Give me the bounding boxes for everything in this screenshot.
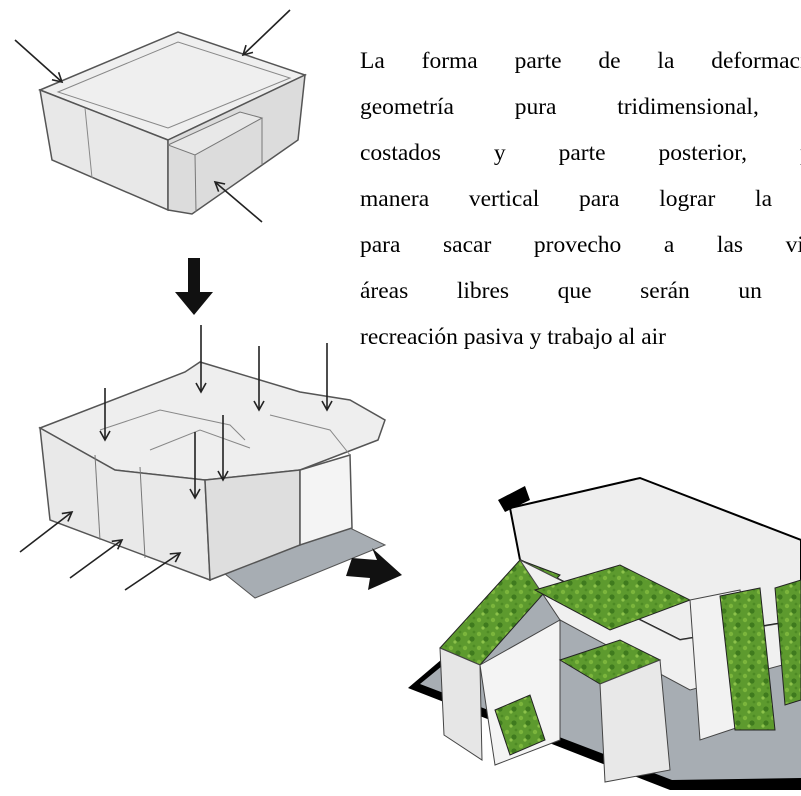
force-arrow-icon xyxy=(69,539,124,579)
arrow-right-icon xyxy=(346,548,402,590)
arrow-down-icon xyxy=(175,258,213,315)
force-arrow-icon xyxy=(19,510,74,553)
paragraph-line-4: manera vertical para lograr la m xyxy=(360,186,801,212)
paragraph-line-5: para sacar provecho a las vista xyxy=(360,232,801,258)
force-arrow-icon xyxy=(14,39,64,84)
force-arrows-block-2 xyxy=(19,325,333,591)
force-arrows-block-1 xyxy=(14,9,291,223)
paragraph-line-2: geometría pura tridimensional, c xyxy=(360,94,801,120)
paragraph-line-7: recreación pasiva y trabajo al air xyxy=(360,324,666,350)
description-paragraph: La forma parte de la deformación geometr… xyxy=(360,38,801,360)
final-block xyxy=(408,476,801,790)
force-arrow-icon xyxy=(241,9,291,57)
paragraph-line-3: costados y parte posterior, par xyxy=(360,140,801,166)
force-arrow-icon xyxy=(213,180,263,223)
deformed-block xyxy=(38,361,387,599)
paragraph-line-6: áreas libres que serán un es xyxy=(360,278,801,304)
initial-block xyxy=(38,31,307,215)
force-arrow-icon xyxy=(124,552,182,591)
paragraph-line-1: La forma parte de la deformación xyxy=(360,48,801,74)
